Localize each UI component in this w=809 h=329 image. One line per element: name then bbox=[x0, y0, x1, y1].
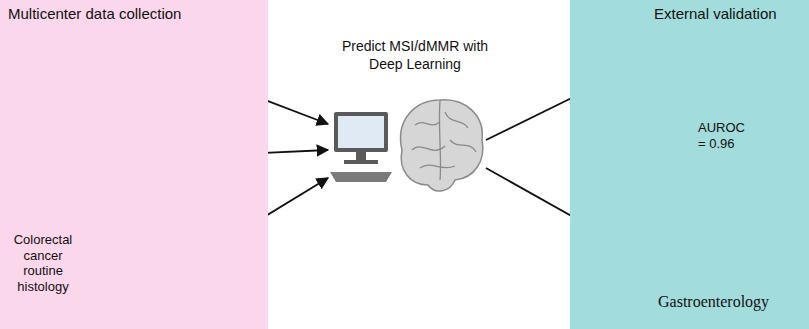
brain-icon bbox=[401, 100, 483, 191]
panel: Multicenter data collectionColorectal ca… bbox=[0, 0, 268, 329]
process-caption: Predict MSI/dMMR with Deep Learning bbox=[330, 38, 500, 73]
panel-caption: Colorectal cancer routine histology bbox=[6, 232, 80, 294]
panel-title: External validation bbox=[654, 5, 804, 23]
metric-value: AUROC = 0.96 bbox=[698, 120, 754, 151]
journal-name: Gastroenterology bbox=[658, 292, 804, 311]
panel: External validationAUROC = 0.96Gastroent… bbox=[570, 0, 809, 329]
computer-icon bbox=[330, 112, 392, 182]
panel-title: Multicenter data collection bbox=[8, 5, 258, 23]
